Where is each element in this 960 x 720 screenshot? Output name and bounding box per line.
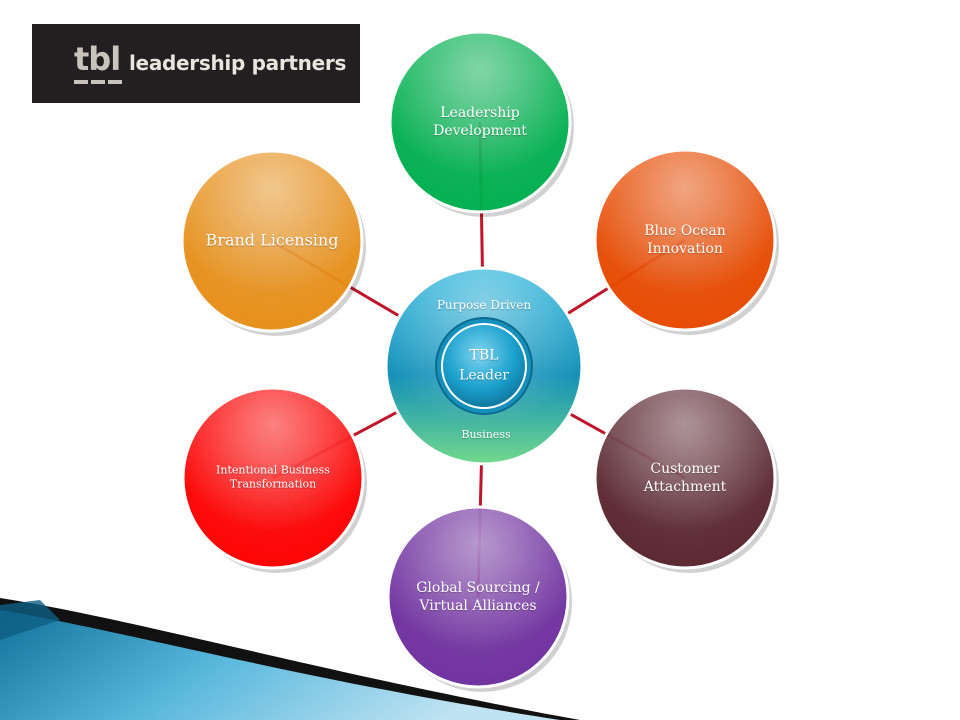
spoke-label-global-sourcing: Global Sourcing / Virtual Alliances: [416, 579, 540, 614]
logo: tbl leadership partners: [32, 24, 360, 103]
circle-gloss-blue-ocean-innovation: [595, 150, 775, 330]
circle-gloss-brand-licensing: [182, 151, 362, 331]
hub-top-text: Purpose Driven: [436, 298, 532, 313]
circle-gloss-leadership-development: [390, 32, 570, 212]
hub-inner-circle: [441, 323, 527, 409]
spoke-label-intentional-business-transformation: Intentional Business Transformation: [216, 463, 330, 491]
spoke-label-blue-ocean-innovation: Blue Ocean Innovation: [644, 222, 726, 257]
circle-gloss-customer-attachment: [595, 388, 775, 568]
logo-text: leadership partners: [129, 51, 347, 75]
spoke-label-leadership-development: Leadership Development: [433, 104, 527, 139]
spoke-circles: [180, 30, 779, 692]
hub: [384, 266, 584, 466]
hub-center-text: TBL Leader: [459, 347, 509, 384]
decorative-swoosh: [0, 598, 580, 720]
spoke-label-customer-attachment: Customer Attachment: [643, 460, 727, 495]
circle-gloss-global-sourcing: [388, 507, 568, 687]
spoke-label-brand-licensing: Brand Licensing: [205, 230, 339, 250]
logo-underline-bars: [74, 80, 122, 84]
circle-gloss-intentional-business-transformation: [183, 388, 363, 568]
logo-mark: tbl: [74, 40, 121, 78]
hub-bottom-text: Business: [461, 427, 511, 441]
